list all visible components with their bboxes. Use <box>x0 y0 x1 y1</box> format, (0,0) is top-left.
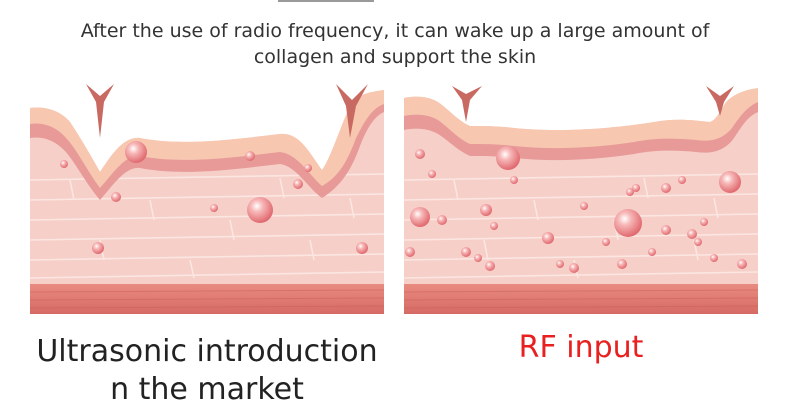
title-line-1: After the use of radio frequency, it can… <box>80 20 710 42</box>
muscle-fibers <box>30 289 384 309</box>
collagen-droplet-icon <box>556 260 564 268</box>
collagen-droplet-icon <box>580 202 588 210</box>
collagen-droplet-icon <box>626 188 634 196</box>
collagen-droplet-icon <box>92 242 104 254</box>
collagen-droplet-icon <box>569 263 579 273</box>
top-divider-line <box>278 0 374 2</box>
collagen-droplet-icon <box>737 259 747 269</box>
collagen-droplets <box>405 146 747 273</box>
collagen-droplet-icon <box>661 183 671 193</box>
collagen-droplet-icon <box>678 176 686 184</box>
wrinkle-icon <box>336 84 368 138</box>
collagen-droplet-icon <box>490 222 498 230</box>
collagen-droplet-icon <box>694 238 702 246</box>
collagen-droplet-icon <box>304 164 312 172</box>
page-title: After the use of radio frequency, it can… <box>0 18 790 70</box>
epidermis-inner-layer <box>30 104 384 200</box>
skin-surface-air <box>404 82 758 130</box>
collagen-droplet-icon <box>632 184 640 192</box>
wrinkle-icon <box>86 84 114 138</box>
collagen-droplet-icon <box>496 146 520 170</box>
skin-cross-section-after <box>404 82 758 314</box>
collagen-droplet-icon <box>461 247 471 257</box>
collagen-fibers <box>404 173 758 279</box>
epidermis-outer-layer <box>30 90 384 188</box>
epidermis-inner-layer <box>404 102 758 161</box>
collagen-droplet-icon <box>437 215 447 225</box>
collagen-droplets <box>60 141 368 254</box>
collagen-droplet-icon <box>410 207 430 227</box>
collagen-droplet-icon <box>510 176 518 184</box>
collagen-droplet-icon <box>719 171 741 193</box>
collagen-droplet-icon <box>405 247 415 257</box>
caption-before: Ultrasonic introduction n the market <box>30 333 384 409</box>
collagen-droplet-icon <box>428 170 436 178</box>
title-line-2: collagen and support the skin <box>253 46 537 68</box>
collagen-droplet-icon <box>687 229 697 239</box>
collagen-droplet-icon <box>542 232 554 244</box>
collagen-droplet-icon <box>700 218 708 226</box>
collagen-droplet-icon <box>210 204 218 212</box>
wrinkle-icon <box>706 86 734 116</box>
collagen-droplet-icon <box>648 248 656 256</box>
wrinkle-icon <box>452 86 482 122</box>
skin-cross-section-before <box>30 82 384 314</box>
skin-illustration-before <box>30 82 384 314</box>
collagen-droplet-icon <box>60 160 68 168</box>
skin-surface-air <box>30 82 384 172</box>
collagen-droplet-icon <box>245 151 255 161</box>
collagen-droplet-icon <box>485 261 495 271</box>
collagen-droplet-icon <box>602 238 610 246</box>
collagen-droplet-icon <box>480 204 492 216</box>
collagen-droplet-icon <box>247 197 273 223</box>
collagen-droplet-icon <box>617 259 627 269</box>
caption-before-line-2: n the market <box>110 372 304 407</box>
collagen-droplet-icon <box>125 141 147 163</box>
epidermis-outer-layer <box>404 88 758 149</box>
collagen-droplet-icon <box>661 225 671 235</box>
collagen-droplet-icon <box>356 242 368 254</box>
collagen-droplet-icon <box>111 192 121 202</box>
muscle-fibers <box>404 289 758 309</box>
caption-after: RF input <box>518 330 644 365</box>
collagen-droplet-icon <box>614 209 642 237</box>
skin-illustration-after <box>404 82 758 314</box>
collagen-droplet-icon <box>474 254 482 262</box>
collagen-droplet-icon <box>710 254 718 262</box>
collagen-droplet-icon <box>415 149 425 159</box>
collagen-droplet-icon <box>293 179 303 189</box>
caption-before-line-1: Ultrasonic introduction <box>36 334 378 369</box>
